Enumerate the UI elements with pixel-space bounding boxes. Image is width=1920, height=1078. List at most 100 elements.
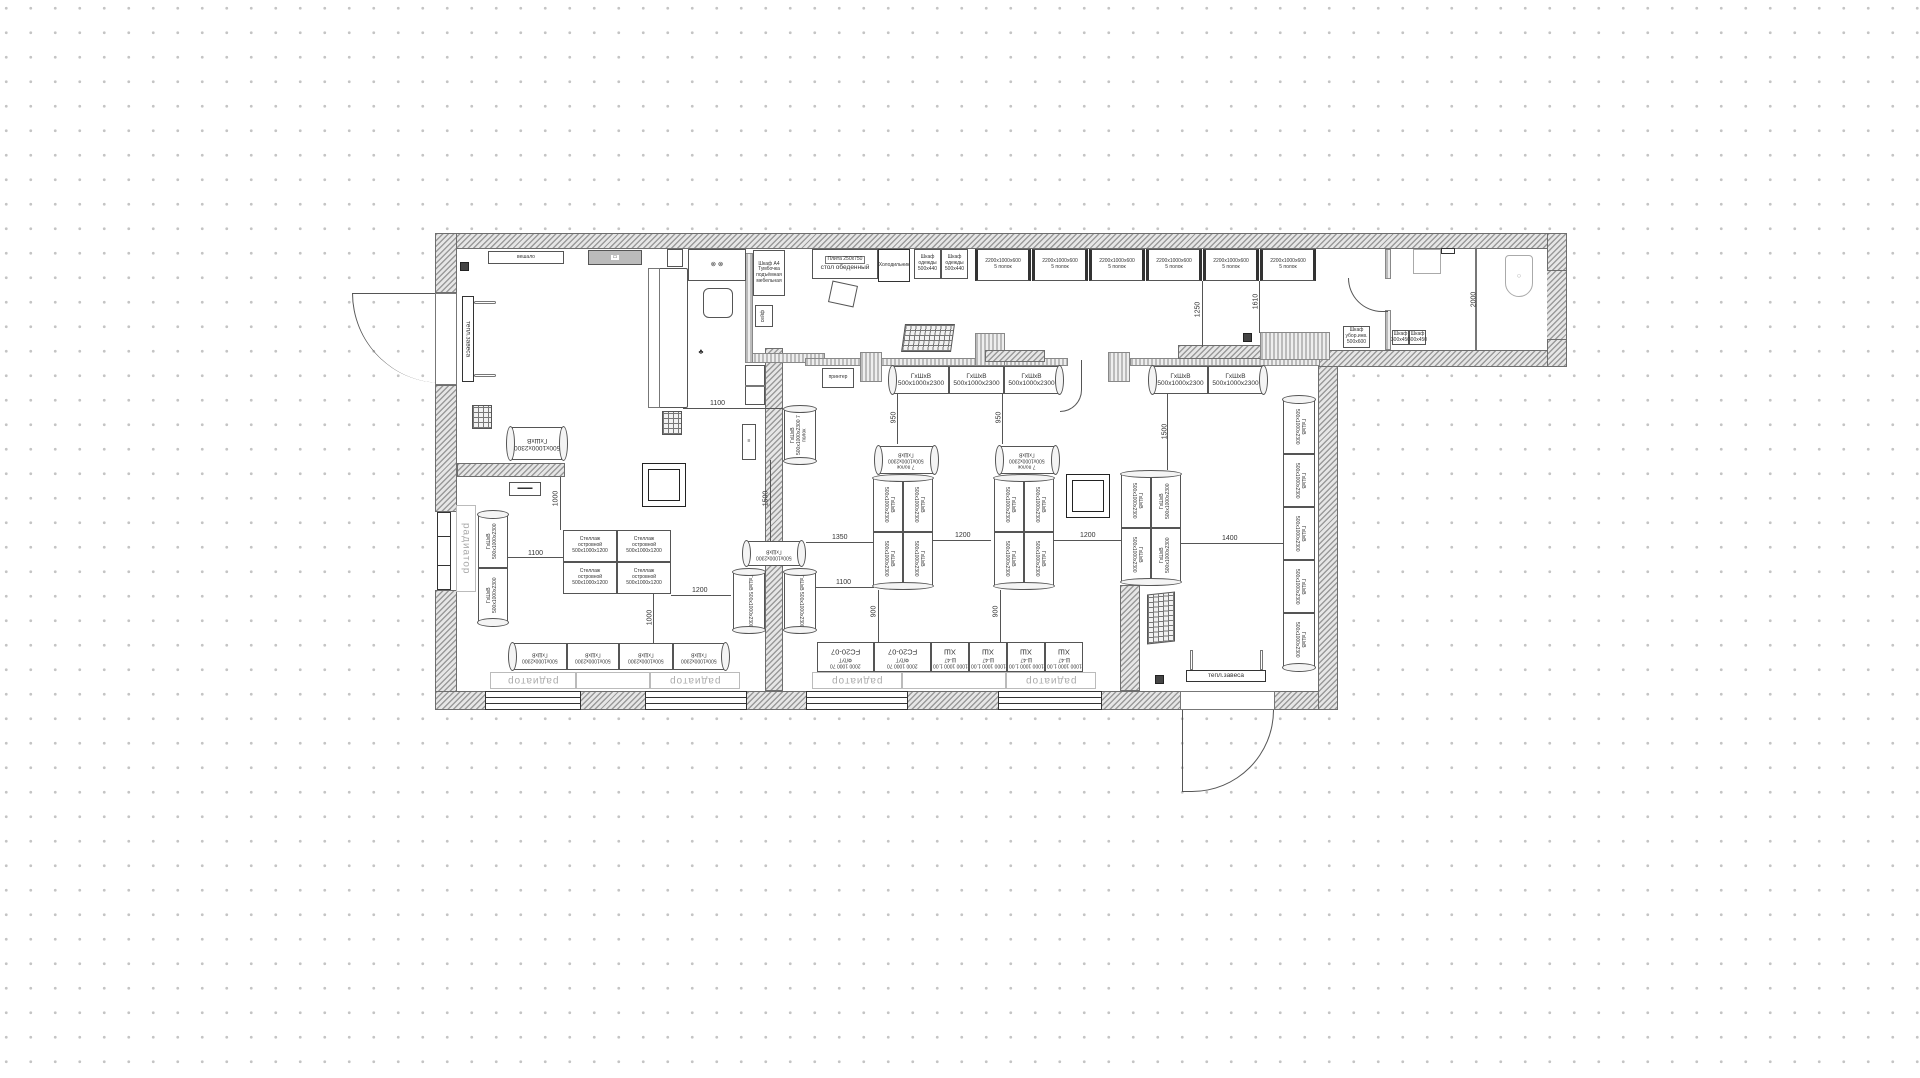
dining-table: Плита 250х750 стол обеденный — [812, 249, 878, 279]
wall-gondola-top: ГхШхВ 500х1000х2300 — [1208, 366, 1263, 394]
staff-cabinet: Шкаф А4 Тумбочка подъёмная мебельная — [753, 250, 785, 296]
window-left — [437, 512, 451, 590]
outer-wall-left-upper — [435, 233, 457, 293]
window — [998, 691, 1102, 710]
radiator: радиатор — [812, 672, 902, 689]
fridge-xsh: ХШ 1000 1000 1.00 Ш-47 — [969, 642, 1007, 672]
outer-wall-left-mid — [435, 385, 457, 512]
island-rack: Стеллаж островной 500х1000х1200 — [563, 530, 617, 562]
island-gondola: ГхШхВ 500х1000х2300 — [1024, 532, 1054, 586]
curtain-bracket — [474, 374, 496, 377]
gondola-column-left: ГхШхВ 500х1000х2300 — [733, 572, 765, 630]
wall-gondola-right: ГхШхВ 500х1000х2300 — [1283, 507, 1315, 560]
entrance-door-bottom-frame — [1180, 691, 1275, 710]
shopping-cart-stack — [901, 324, 955, 352]
bath-cabinet-a: Шкаф 300х450 — [1391, 330, 1410, 345]
radiator: радиатор — [650, 672, 740, 689]
switch-icon — [460, 262, 469, 271]
wall-gondola-bottom-left: 500х1000х2300 ГхШхВ — [673, 643, 725, 670]
entrance-door-left-frame — [435, 293, 457, 385]
wall-gondola-top: ГхШхВ 500х1000х2300 — [1153, 366, 1208, 394]
printer-desk: ▭ — [588, 250, 642, 265]
storage-rack: 2200х1000х600 5 полок — [1089, 249, 1145, 281]
thermal-curtain-left: тепл.завеса — [462, 296, 474, 382]
fridge-fc20: FC20-07 2000 1000 70 ФЛУТ — [874, 642, 931, 672]
wall-gondola-entry: 500х1000х2300 ГхШхВ — [512, 427, 562, 460]
radiator: радиатор — [490, 672, 576, 689]
fridge-xsh: ХШ 1000 1000 1.00 Ш-47 — [1045, 642, 1083, 672]
electrical-panel: ▬▬▬ — [509, 482, 541, 496]
hanger: вешало — [488, 251, 564, 264]
mannequin-icon: ♣ — [690, 335, 712, 370]
radiator-left: радиатор — [456, 505, 476, 592]
island-gondola-end: 7 полок 500х1000х2300 ГхШхВ — [999, 446, 1055, 474]
radiator — [576, 672, 650, 689]
wall-gondola-left-room: ГхШхВ 500х1000х2300 — [478, 514, 508, 568]
island-rack: Стеллаж островной 500х1000х1200 — [563, 562, 617, 594]
sink-unit: ⊗ ⊗ — [688, 249, 746, 281]
partition-staff-left — [745, 253, 753, 363]
storage-rack: 2200х1000х600 5 полок — [1260, 249, 1316, 281]
island-rack: Стеллаж островной 500х1000х1200 — [617, 530, 671, 562]
gondola-end: 500х1000х2300 ГхШхВ — [747, 541, 801, 566]
wall-gondola-column: ГхШхВ 500х1000х2300 7 полок — [784, 410, 816, 460]
cleaning-cabinet: Шкаф убор.инв. 500х600 — [1343, 326, 1370, 348]
storage-rack: 2200х1000х600 5 полок — [1032, 249, 1088, 281]
island-gondola: ГхШхВ 500х1000х2300 — [903, 532, 933, 586]
island-rack: Стеллаж островной 500х1000х1200 — [617, 562, 671, 594]
curtain-bracket — [474, 301, 496, 304]
entrance-door-left-leaf[interactable] — [352, 293, 442, 383]
bath-cabinet-b: Шкаф 300х450 — [1408, 330, 1427, 345]
water-heater — [1441, 248, 1455, 254]
wall-gondola-bottom-left: 500х1000х2300 ГхШхВ — [513, 643, 567, 670]
fridge-staff: Холодильник — [878, 249, 910, 282]
label-plate: принтер — [822, 368, 854, 388]
switch-icon — [1243, 333, 1252, 342]
wall-gondola-right: ГхШхВ 500х1000х2300 — [1283, 560, 1315, 613]
switch-icon — [1155, 675, 1164, 684]
island-gondola: ГхШхВ 500х1000х2300 — [1024, 478, 1054, 532]
curtain-bracket — [1260, 650, 1263, 670]
column-icon — [1066, 474, 1110, 518]
island-gondola: ГхШхВ 500х1000х2300 — [1121, 474, 1151, 528]
wall-gondola-left-room: ГхШхВ 500х1000х2300 — [478, 568, 508, 622]
wall-gondola-right: ГхШхВ 500х1000х2300 — [1283, 613, 1315, 667]
fridge-fc20: FC20-07 2000 1000 70 ФЛУТ — [817, 642, 874, 672]
partition-pillar-4 — [1260, 332, 1330, 360]
window — [645, 691, 747, 710]
partition-bath-2 — [1385, 310, 1391, 350]
wall-gondola-right: ГхШхВ 500х1000х2300 — [1283, 400, 1315, 454]
sofa-back — [648, 268, 660, 408]
island-gondola: ГхШхВ 500х1000х2300 — [994, 532, 1024, 586]
wall-left-room-divider — [457, 463, 565, 477]
gondola-column-right: ГхШхВ 500х1000х2300 — [784, 572, 816, 630]
outer-wall-right-lower — [1318, 350, 1338, 710]
island-gondola: ГхШхВ 500х1000х2300 — [903, 478, 933, 532]
radiator — [902, 672, 1006, 689]
window — [806, 691, 908, 710]
entrance-door-bottom-leaf[interactable] — [1182, 710, 1274, 792]
sink — [1413, 249, 1441, 274]
island-gondola: ГхШхВ 500х1000х2300 — [1151, 474, 1181, 528]
island-gondola: ГхШхВ 500х1000х2300 — [994, 478, 1024, 532]
wall-gondola-right: ГхШхВ 500х1000х2300 — [1283, 454, 1315, 507]
electrical-panel: ≡ — [742, 424, 756, 460]
fridge-xsh: ХШ 1000 1000 1.00 Ш-47 — [1007, 642, 1045, 672]
wardrobe-1: Шкаф одежды 500х440 — [914, 249, 941, 279]
wall-gondola-top: ГхШхВ 500х1000х2300 — [949, 366, 1004, 394]
island-gondola: ГхШхВ 500х1000х2300 — [1151, 528, 1181, 582]
storage-rack: 2200х1000х600 5 полок — [975, 249, 1031, 281]
mat-grid — [472, 405, 492, 429]
wall-column-middle — [765, 348, 783, 691]
window — [485, 691, 581, 710]
shopping-basket-stack — [1147, 591, 1175, 645]
cabinet-small — [667, 249, 683, 267]
wall-block-1 — [985, 350, 1045, 362]
outer-wall-service-bottom — [1318, 350, 1567, 367]
wall-right-lower-column — [1120, 585, 1140, 691]
island-gondola-end: 7 полок 500х1000х2300 ГхШхВ — [878, 446, 934, 474]
radiator: радиатор — [1006, 672, 1096, 689]
safe: сейф — [755, 305, 773, 327]
wardrobe-2: Шкаф одежды 500х440 — [941, 249, 968, 279]
